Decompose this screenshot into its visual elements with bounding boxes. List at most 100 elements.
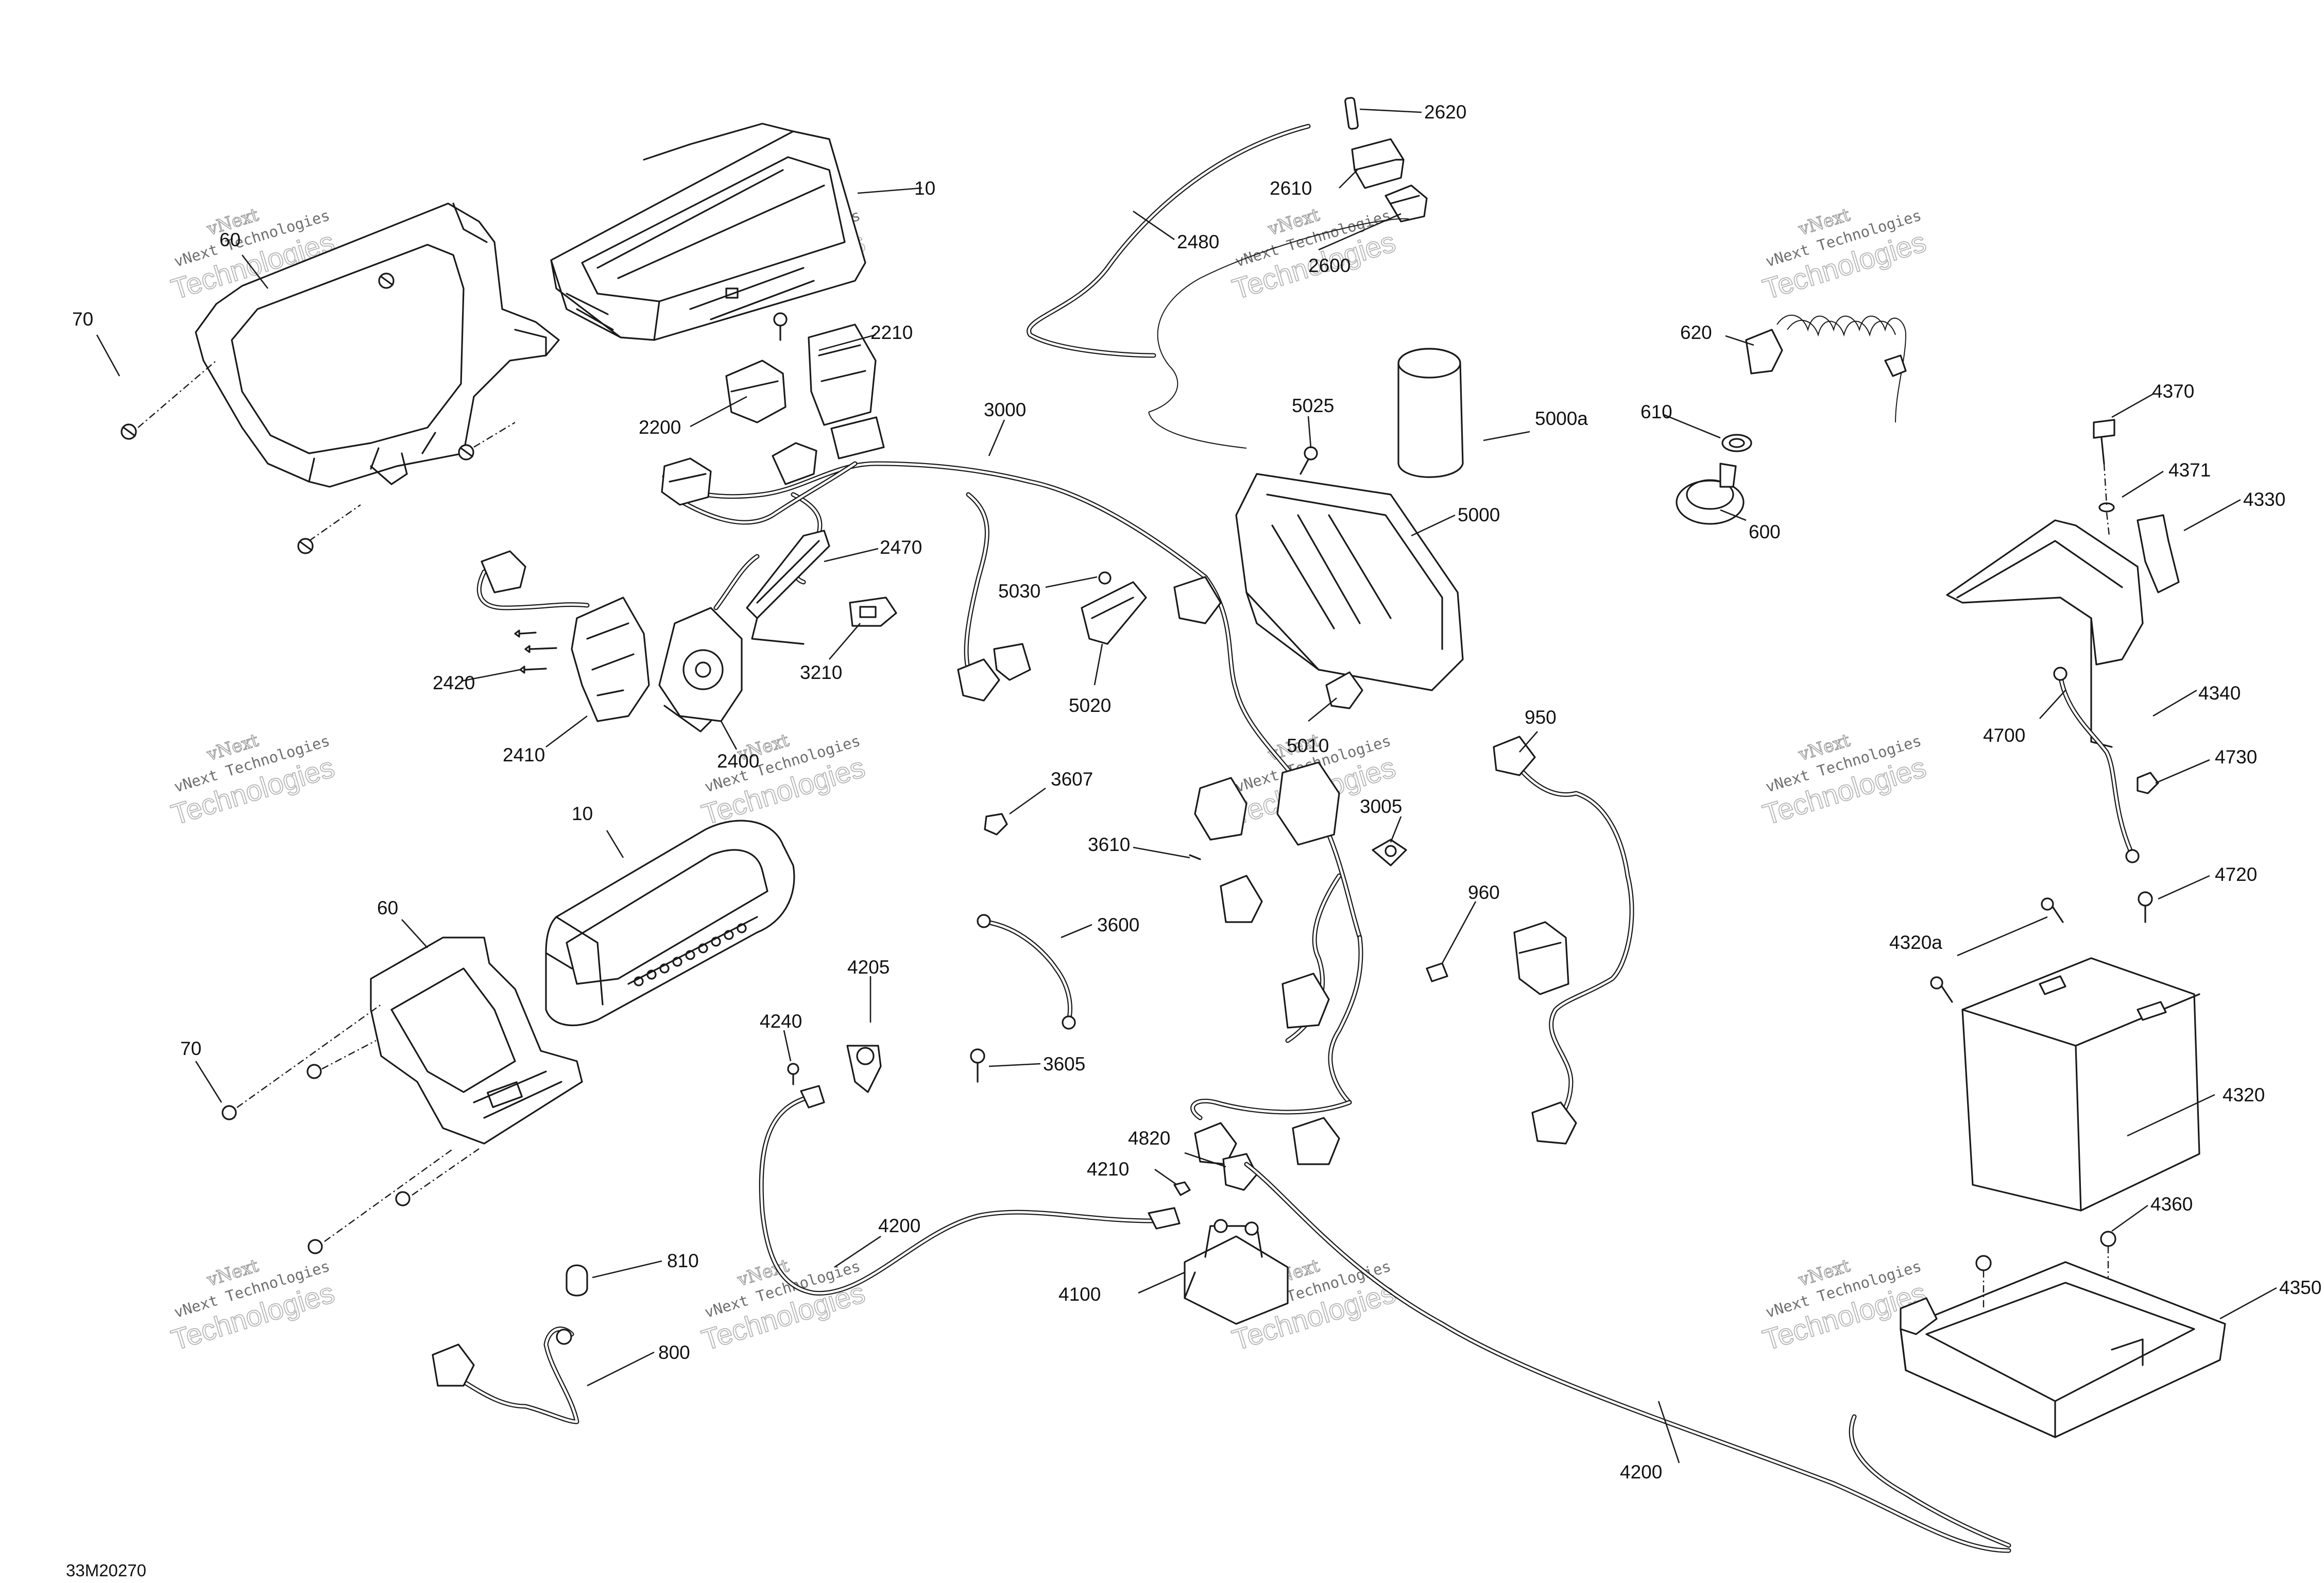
callout-2470: 2470 [880, 537, 922, 558]
callout-4330: 4330 [2243, 489, 2285, 510]
callout-4200-a: 4200 [878, 1215, 920, 1236]
callout-5000a: 5000a [1535, 408, 1588, 429]
leader-lines [96, 108, 2277, 1463]
callout-5030: 5030 [998, 581, 1040, 602]
callout-4360: 4360 [2150, 1194, 2193, 1215]
callout-620: 620 [1680, 322, 1712, 343]
clip-5010 [1325, 671, 1363, 709]
switch-2610 [1351, 138, 1405, 189]
watermark: vNext vNext Technologies Technologies [167, 729, 338, 831]
cap-4330 [2137, 514, 2180, 593]
callout-4700: 4700 [1983, 725, 2025, 746]
wire-harness-950 [1493, 736, 1634, 1145]
gauge-support-bracket-mid [370, 937, 583, 1145]
callout-2210: 2210 [870, 322, 913, 343]
bolts-4320a [1930, 897, 2064, 1003]
screw-5025 [1300, 446, 1318, 475]
filter-5000a [1397, 348, 1464, 478]
switch-housing-2400 [658, 607, 743, 733]
bracket-4340 [1946, 519, 2144, 748]
callout-70-top: 70 [72, 309, 93, 330]
connector-2200 [725, 360, 817, 485]
callout-2200: 2200 [639, 417, 681, 438]
callout-60-mid: 60 [377, 897, 398, 918]
callout-960: 960 [1468, 882, 1500, 903]
nut-4210 [1173, 1181, 1191, 1196]
callout-4100: 4100 [1058, 1284, 1101, 1305]
callout-810: 810 [667, 1250, 699, 1271]
screw-70-top [121, 273, 474, 554]
callout-5010: 5010 [1287, 735, 1329, 756]
watermark: vNext vNext Technologies Technologies [1758, 204, 1930, 306]
callout-2480: 2480 [1177, 231, 1219, 252]
watermark: vNext vNext Technologies Technologies [697, 729, 869, 831]
screw-2210 [773, 312, 788, 341]
callout-3605: 3605 [1043, 1053, 1085, 1075]
callout-4210: 4210 [1087, 1159, 1129, 1180]
gauge-cluster-top [550, 123, 866, 341]
terminal-4205 [846, 1045, 882, 1093]
ring-610 [1721, 434, 1752, 452]
connector-cluster-3610 [1189, 761, 1340, 1165]
callout-5025: 5025 [1292, 395, 1334, 416]
harness-connectors-left [957, 576, 1222, 702]
callout-4205: 4205 [847, 957, 890, 978]
cap-810 [566, 1264, 588, 1297]
solenoid-4100 [1184, 1219, 1289, 1325]
screw-70-mid [221, 1064, 411, 1254]
relay-960 [1426, 921, 1569, 995]
gauge-support-bracket-top [195, 202, 560, 488]
wire-harness-800 [432, 1326, 579, 1424]
nut-4240 [787, 1063, 799, 1085]
watermark: vNext vNext Technologies Technologies [697, 1255, 869, 1357]
callout-labels: 60 70 10 2620 2610 2480 2600 2210 2200 3… [72, 101, 2321, 1483]
callout-4370: 4370 [2152, 381, 2194, 402]
callout-4340: 4340 [2198, 683, 2241, 704]
bolt-4370 [2093, 419, 2115, 465]
callout-4350: 4350 [2279, 1277, 2321, 1298]
watermark: vNext vNext Technologies Technologies [1228, 204, 1399, 306]
screws-4360 [1975, 1231, 2116, 1271]
callout-4720: 4720 [2215, 864, 2257, 885]
sensor-3210 [849, 597, 897, 627]
callout-3000: 3000 [984, 399, 1026, 420]
tether-cord-620 [1745, 314, 1907, 423]
callout-5000: 5000 [1458, 504, 1500, 525]
cable-3600 [977, 914, 1076, 1030]
callout-10-top: 10 [914, 178, 935, 199]
callout-3610: 3610 [1088, 834, 1130, 855]
callout-950: 950 [1525, 707, 1557, 728]
callout-10-mid: 10 [572, 803, 593, 824]
nut-3607 [984, 813, 1008, 836]
callout-4730: 4730 [2215, 746, 2257, 768]
callout-60-top: 60 [219, 229, 241, 250]
callout-600: 600 [1749, 521, 1781, 542]
callout-2420: 2420 [433, 672, 475, 693]
callout-2610: 2610 [1270, 178, 1312, 199]
callout-4371: 4371 [2168, 459, 2211, 481]
switch-housing-2410 [571, 597, 650, 722]
diagram-code: 33M20270 [66, 1561, 146, 1580]
callout-70-mid: 70 [180, 1038, 201, 1059]
callout-2410: 2410 [503, 744, 545, 765]
washer-4371 [2098, 502, 2115, 513]
bracket-2470 [746, 530, 830, 645]
callout-3600: 3600 [1097, 914, 1139, 935]
fuse-holder-4820 [1222, 1153, 1258, 1191]
nut-4730 [2137, 772, 2159, 794]
gauge-buttons [634, 923, 747, 986]
ecm-5000 [1235, 473, 1464, 691]
callout-3210: 3210 [800, 662, 842, 683]
callout-2620: 2620 [1424, 101, 1466, 123]
connector-harness-end [661, 457, 712, 506]
bolt-3605 [970, 1048, 985, 1083]
battery-tray-4350 [1900, 1261, 2226, 1438]
connector-2210 [808, 324, 885, 459]
screw-5030 [1098, 571, 1112, 585]
battery-cable-4200 [759, 1085, 2011, 1553]
callout-800: 800 [658, 1342, 690, 1363]
callout-2600: 2600 [1308, 255, 1351, 276]
callout-3005: 3005 [1360, 796, 1402, 817]
callout-5020: 5020 [1069, 695, 1111, 716]
screws-2420 [514, 629, 557, 674]
